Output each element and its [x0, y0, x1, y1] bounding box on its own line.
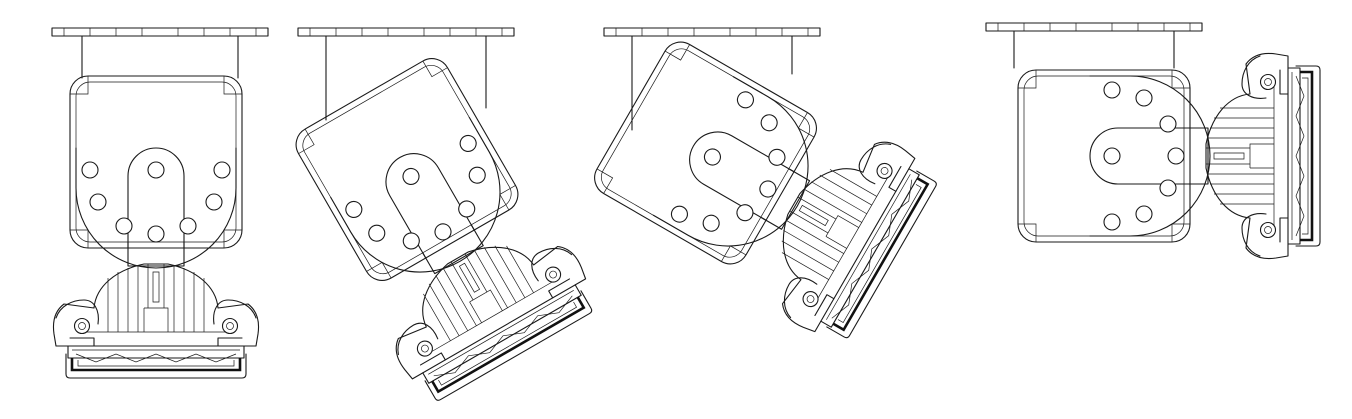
view-3-luminaire: [587, 27, 946, 352]
view-4-luminaire: [985, 22, 1322, 260]
view-4-head: [1182, 52, 1322, 260]
view-1-luminaire: [51, 27, 269, 380]
view-2-head: [356, 186, 606, 410]
view-1-mount-plate: [51, 27, 269, 37]
view-3-yoke: [587, 34, 841, 282]
view-4-rods: [1013, 30, 1175, 69]
view-4-mount-plate: [985, 22, 1203, 32]
view-3-head: [722, 102, 946, 352]
view-1-head: [52, 240, 260, 380]
view-2-mount-plate: [297, 27, 515, 37]
view-3-rods: [631, 35, 793, 131]
view-3-mount-plate: [603, 27, 821, 37]
view-2-luminaire: [288, 27, 606, 410]
view-1-yoke: [69, 75, 243, 269]
view-2-rods: [325, 35, 487, 121]
view-1-rods: [81, 35, 239, 79]
view-4-yoke: [1017, 69, 1211, 243]
